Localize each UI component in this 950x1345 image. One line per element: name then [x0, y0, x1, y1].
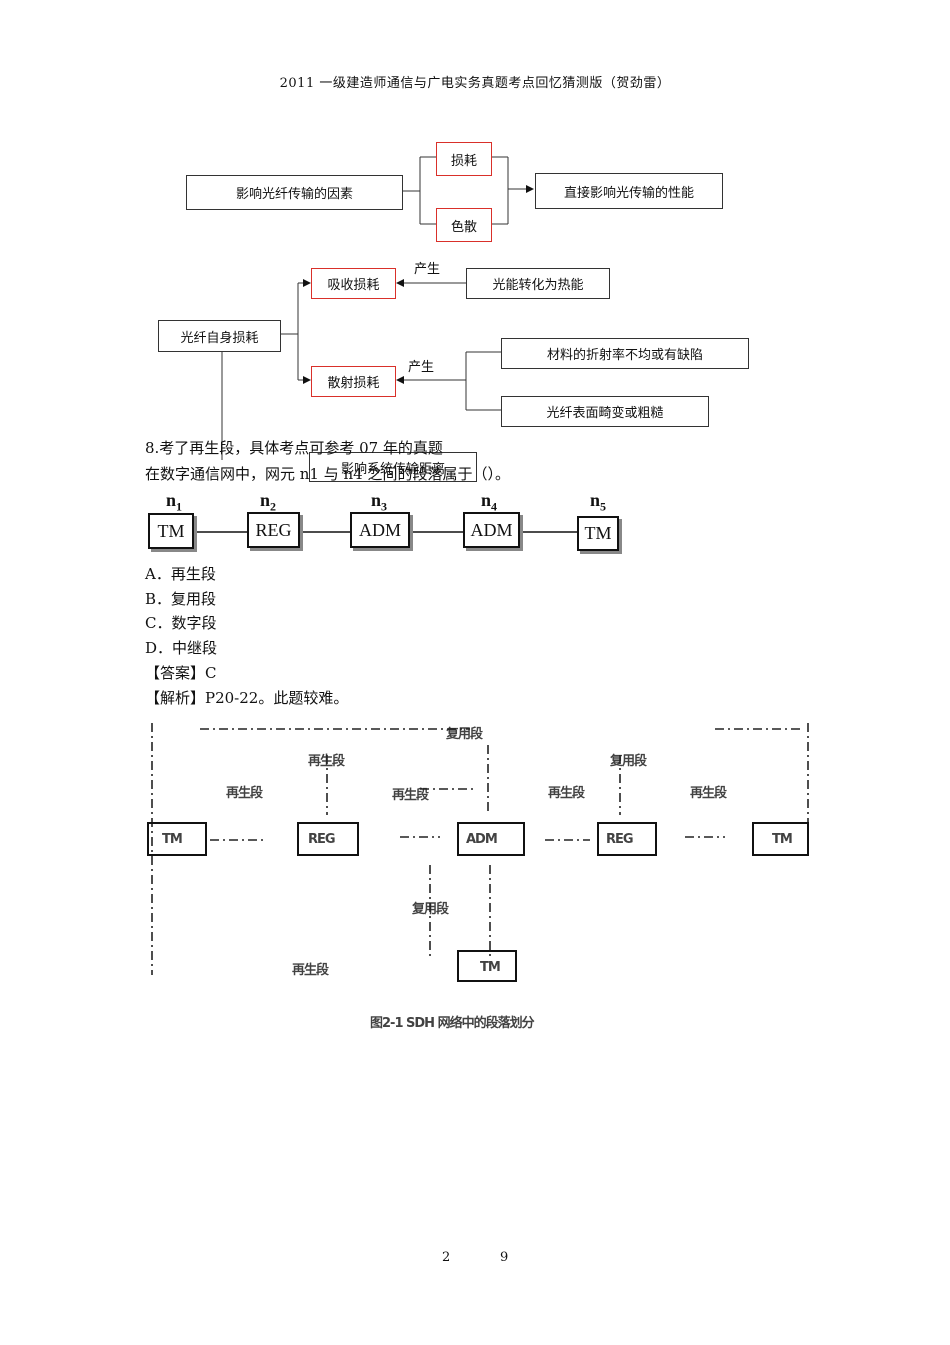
dispersion-box: 色散 — [436, 208, 492, 242]
diag-node-tm-1: TM — [162, 832, 183, 847]
page-header: 2011 一级建造师通信与广电实务真题考点回忆猜测版（贺劲雷） — [279, 76, 671, 91]
refractive-defect-box: 材料的折射率不均或有缺陷 — [501, 338, 749, 369]
diag-node-reg-2: REG — [606, 832, 634, 847]
answer: 【答案】C — [145, 664, 217, 682]
analysis: 【解析】P20-22。此题较难。 — [145, 689, 349, 707]
distance-effect-box: 影响系统传输距离 — [309, 452, 477, 482]
section-diagram-caption: 图2-1 SDH 网络中的段落划分 — [370, 1016, 535, 1031]
question-stem: 在数字通信网中，网元 n1 与 n4 之间的段落属于（）。 — [145, 465, 510, 483]
section-label-7: 再生段 — [690, 786, 727, 801]
section-label-9: 再生段 — [292, 963, 329, 978]
section-label-1: 复用段 — [446, 727, 483, 742]
node-label-n4: n4 — [481, 490, 498, 514]
produce-label-1: 产生 — [414, 262, 441, 277]
diagram1-connectors — [221, 156, 534, 460]
page-number-right: 9 — [500, 1250, 509, 1265]
option-b: B．复用段 — [145, 590, 217, 608]
diag-node-tm-2: TM — [772, 832, 793, 847]
scattering-loss-box: 散射损耗 — [311, 366, 396, 397]
node-label-n2: n2 — [260, 490, 277, 514]
node-label-n3: n3 — [371, 490, 388, 514]
performance-box: 直接影响光传输的性能 — [535, 173, 723, 209]
option-a: A．再生段 — [145, 565, 216, 583]
node-label-n5: n5 — [590, 490, 607, 514]
node-reg: REG — [247, 512, 300, 548]
section-label-3: 复用段 — [610, 754, 647, 769]
node-adm-2: ADM — [463, 512, 520, 548]
diag-node-reg-1: REG — [308, 832, 336, 847]
node-tm-2: TM — [577, 516, 619, 551]
factor-box: 影响光纤传输的因素 — [186, 175, 403, 210]
section-label-4: 再生段 — [226, 786, 263, 801]
option-c: C．数字段 — [145, 614, 217, 632]
produce-label-2: 产生 — [408, 360, 435, 375]
node-tm-1: TM — [148, 513, 194, 549]
node-adm-1: ADM — [350, 512, 410, 548]
section-label-8: 复用段 — [412, 902, 449, 917]
option-d: D．中继段 — [145, 639, 218, 657]
section-label-6: 再生段 — [548, 786, 585, 801]
diag-node-tm-3: TM — [480, 960, 501, 975]
section-label-2: 再生段 — [308, 754, 345, 769]
page-number-left: 2 — [442, 1250, 451, 1265]
section-diagram-lines — [147, 723, 809, 982]
heat-conversion-box: 光能转化为热能 — [466, 268, 610, 299]
network-links — [196, 531, 577, 533]
diag-node-adm: ADM — [466, 832, 498, 847]
surface-distortion-box: 光纤表面畸变或粗糙 — [501, 396, 709, 427]
section-label-5: 再生段 — [392, 788, 429, 803]
question-note: 8.考了再生段，具体考点可参考 07 年的真题 — [145, 439, 443, 457]
loss-box: 损耗 — [436, 142, 492, 176]
node-label-n1: n1 — [166, 490, 183, 514]
fiber-self-loss-box: 光纤自身损耗 — [158, 320, 281, 352]
absorption-loss-box: 吸收损耗 — [311, 268, 396, 299]
